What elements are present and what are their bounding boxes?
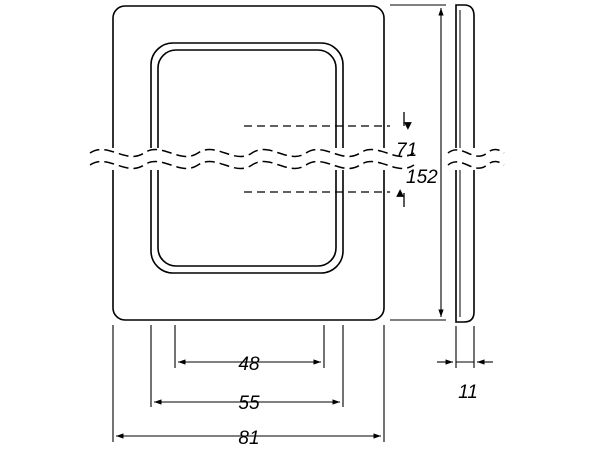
dimension-label-81: 81: [238, 428, 259, 449]
dimension-label-152: 152: [406, 167, 438, 188]
break-lines: [89, 148, 505, 170]
width-dimensions: [112, 325, 385, 442]
spacing-marks: [244, 112, 412, 207]
break-gap: [88, 148, 508, 170]
dimension-label-48: 48: [238, 354, 260, 375]
dimension-label-11: 11: [458, 382, 478, 403]
height-dimension: [390, 4, 446, 321]
dimension-label-71: 71: [396, 140, 417, 161]
dimension-label-55: 55: [238, 393, 260, 414]
depth-dimension: [437, 326, 493, 368]
